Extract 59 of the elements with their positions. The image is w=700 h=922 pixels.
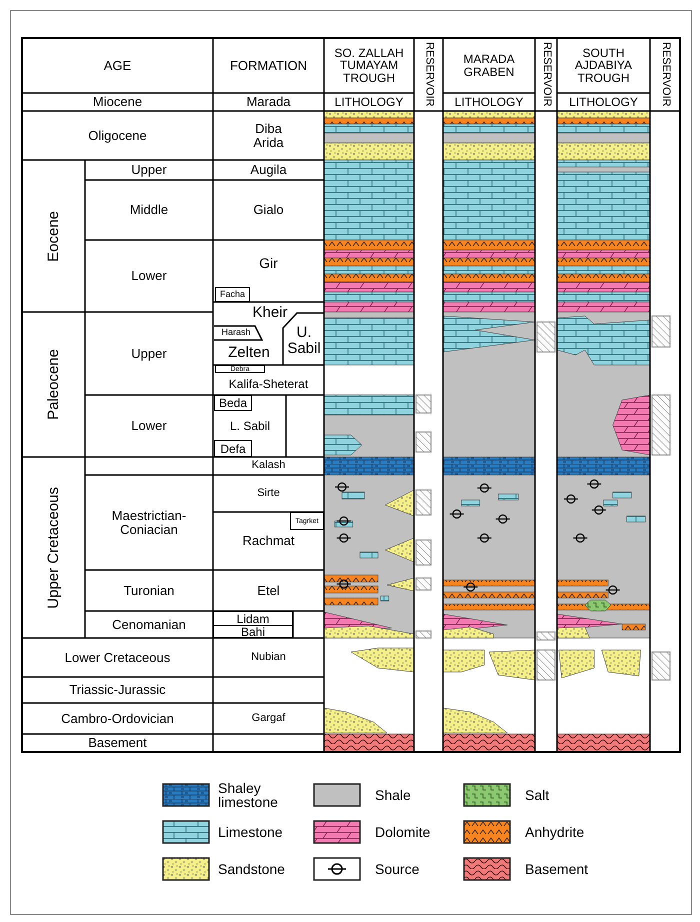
legend-label: Basement [525, 862, 588, 876]
formation-label: Diba Arida [252, 122, 285, 150]
column-header: LITHOLOGY [569, 96, 638, 108]
age-label: Cenomanian [112, 618, 186, 632]
column-header: FORMATION [230, 58, 308, 72]
formation-label: Zelten [228, 344, 270, 360]
age-label: Upper [131, 346, 167, 360]
age-label: Oligocene [88, 128, 147, 142]
era-label: Eocene [46, 210, 62, 262]
formation-label: Defa [214, 440, 252, 457]
formation-label: Facha [215, 287, 250, 302]
formation-label: Bahi [213, 625, 293, 638]
legend-label: Sandstone [218, 862, 285, 876]
formation-label: Etel [257, 584, 280, 598]
column-header: SOUTH AJDABIYA TROUGH [574, 46, 634, 84]
formation-label: Rachmat [242, 534, 295, 548]
formation-label: Augila [250, 163, 287, 177]
column-header: MARADA GRABEN [462, 52, 516, 78]
legend-label: Source [375, 862, 420, 876]
formation-label: Nubian [251, 652, 286, 664]
formation-label: Gir [259, 256, 278, 271]
age-label: Miocene [92, 95, 142, 109]
formation-label: Lidam [213, 611, 293, 626]
age-label: Lower Cretaceous [64, 650, 170, 664]
formation-label: Kalash [252, 460, 286, 472]
age-label: Cambro-Ordovician [61, 712, 174, 726]
column-header: AGE [104, 58, 132, 72]
formation-label: Kheir [252, 305, 288, 321]
formation-label: Sirte [257, 488, 280, 500]
age-label: Upper [131, 163, 167, 177]
column-header: RESERVOIR [540, 42, 552, 107]
column-header: RESERVOIR [659, 42, 671, 107]
age-label: Lower [131, 269, 167, 283]
era-label: Paleocene [46, 349, 62, 420]
age-label: Lower [131, 419, 167, 433]
formation-label: Gargaf [252, 712, 286, 724]
era-label: Upper Cretaceous [46, 486, 62, 608]
legend-label: Salt [525, 788, 550, 802]
age-label: Basement [88, 736, 147, 750]
formation-label: Kalifa-Sheterat [228, 378, 308, 390]
formation-label: Marada [246, 95, 291, 109]
legend-label: Dolomite [375, 825, 430, 839]
column-header: LITHOLOGY [334, 96, 404, 108]
age-label: Maestrictian-Coniacian [110, 508, 188, 536]
age-label: Triassic-Jurassic [69, 683, 166, 697]
column-header: LITHOLOGY [454, 96, 524, 108]
age-label: Turonian [124, 584, 174, 598]
legend-label: Anhydrite [525, 825, 584, 839]
column-header: SO. ZALLAH TUMAYAM TROUGH [333, 46, 405, 84]
formation-label: L. Sabil [230, 420, 270, 432]
age-label: Middle [130, 203, 168, 217]
formation-label: Harash [221, 328, 250, 338]
formation-label: Gialo [253, 203, 284, 217]
legend-label: Limestone [218, 825, 283, 839]
formation-label: Beda [214, 395, 252, 411]
legend-label: Shale [375, 788, 411, 802]
legend-label: Shaley limestone [218, 781, 279, 809]
formation-label: U. Sabil [286, 324, 322, 356]
column-header: RESERVOIR [422, 42, 434, 107]
